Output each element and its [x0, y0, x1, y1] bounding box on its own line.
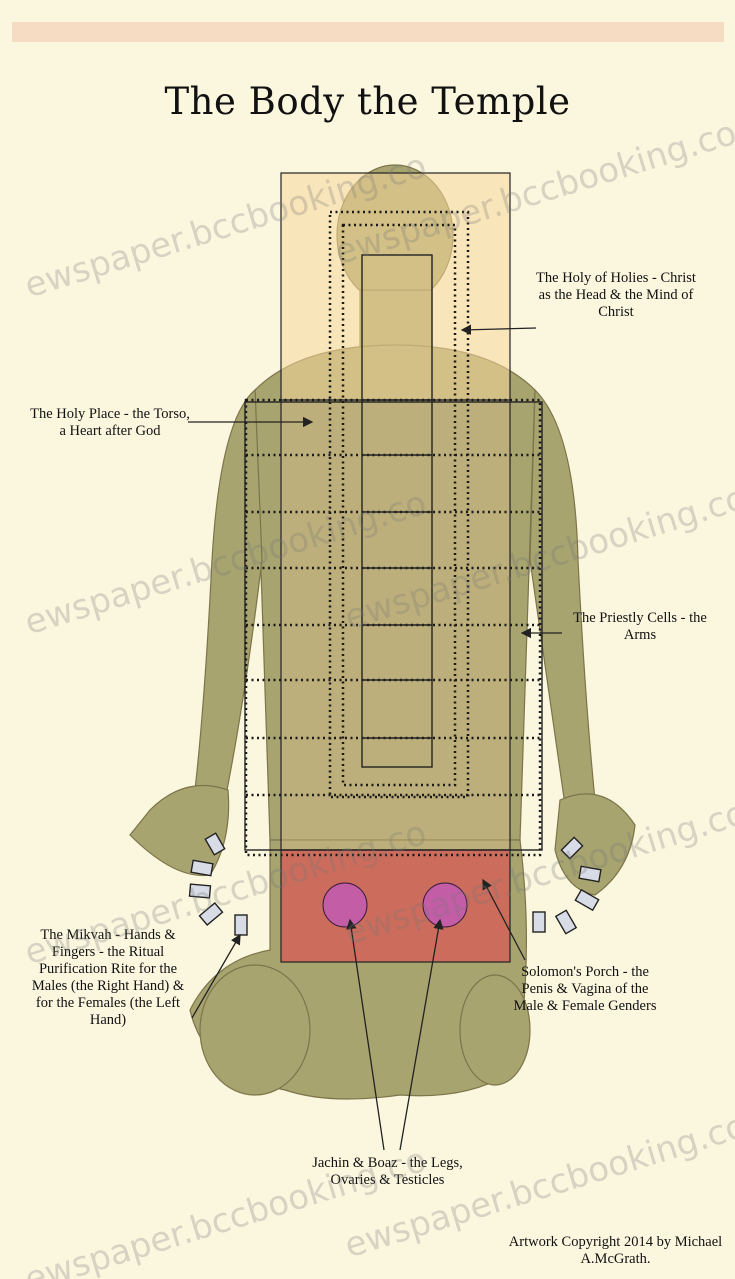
- copyright-text: Artwork Copyright 2014 by Michael A.McGr…: [508, 1234, 723, 1268]
- label-jachin-boaz: Jachin & Boaz - the Legs, Ovaries & Test…: [305, 1155, 470, 1189]
- boaz-pillar: [423, 883, 467, 927]
- left-hand-shape: [130, 786, 229, 876]
- label-solomons-porch: Solomon's Porch - the Penis & Vagina of …: [510, 964, 660, 1015]
- label-mikvah: The Mikvah - Hands & Fingers - the Ritua…: [22, 927, 194, 1029]
- holy-of-holies-zone: [281, 173, 510, 400]
- jachin-pillar: [323, 883, 367, 927]
- label-priestly-cells: The Priestly Cells - the Arms: [560, 610, 720, 644]
- left-knee-shape: [200, 965, 310, 1095]
- label-holy-of-holies: The Holy of Holies - Christ as the Head …: [536, 270, 696, 321]
- solomons-porch-zone: [281, 850, 510, 962]
- label-holy-place: The Holy Place - the Torso, a Heart afte…: [30, 406, 190, 440]
